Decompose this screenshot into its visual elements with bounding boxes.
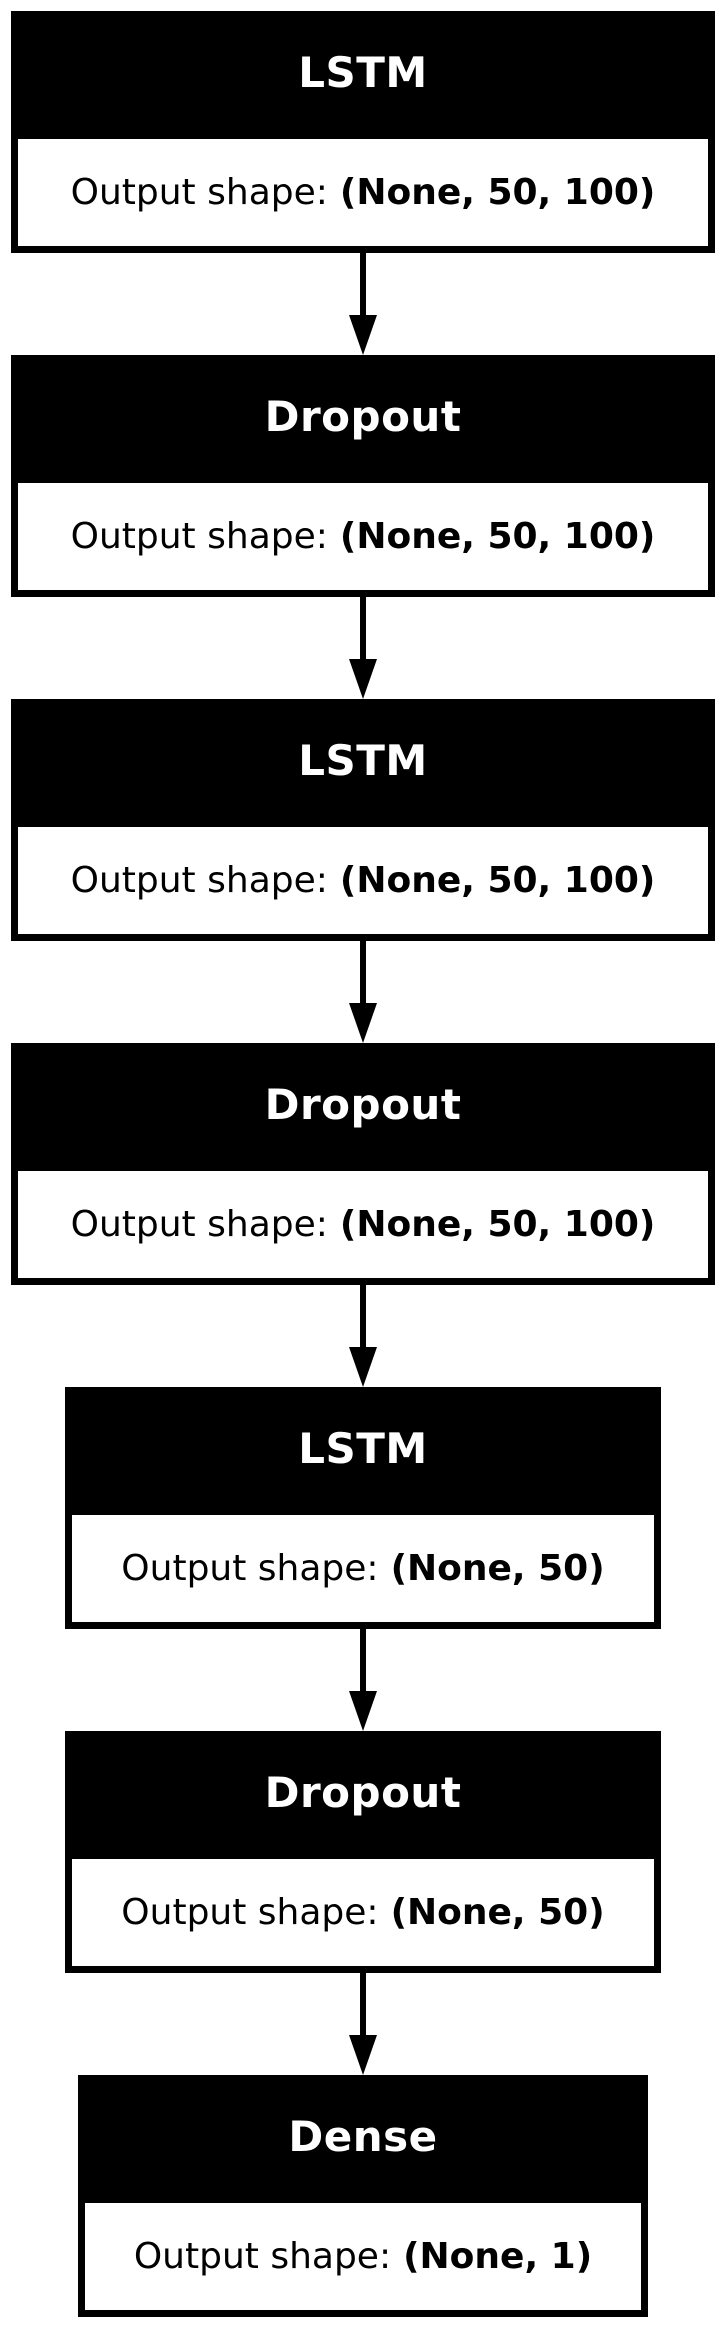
arrow-head	[349, 1691, 377, 1731]
arrow-4-to-5	[349, 1285, 377, 1387]
layer-name: LSTM	[298, 1424, 428, 1473]
output-shape-value: (None, 50, 100)	[339, 1204, 656, 1245]
layer-output-shape: Output shape: (None, 50, 100)	[18, 483, 708, 590]
output-shape-value: (None, 50)	[390, 1548, 605, 1589]
arrow-5-to-6	[349, 1629, 377, 1731]
layer-node-1: LSTM Output shape: (None, 50, 100)	[11, 11, 715, 253]
arrow-head	[349, 659, 377, 699]
layer-output-shape: Output shape: (None, 1)	[85, 2203, 641, 2310]
arrow-head	[349, 1347, 377, 1387]
layer-name: LSTM	[298, 48, 428, 97]
output-shape-label: Output shape:	[70, 172, 328, 213]
layer-output-shape: Output shape: (None, 50, 100)	[18, 1171, 708, 1278]
layer-output-shape: Output shape: (None, 50, 100)	[18, 139, 708, 246]
output-shape-value: (None, 50, 100)	[339, 172, 656, 213]
arrow-head	[349, 1003, 377, 1043]
output-shape-value: (None, 50)	[390, 1892, 605, 1933]
output-shape-value: (None, 50, 100)	[339, 516, 656, 557]
arrow-1-to-2	[349, 253, 377, 355]
output-shape-label: Output shape:	[121, 1892, 379, 1933]
layer-name: Dropout	[264, 1080, 462, 1129]
arrow-2-to-3	[349, 597, 377, 699]
layer-output-shape: Output shape: (None, 50)	[72, 1859, 654, 1966]
output-shape-label: Output shape:	[121, 1548, 379, 1589]
layer-output-shape: Output shape: (None, 50, 100)	[18, 827, 708, 934]
arrow-head	[349, 2035, 377, 2075]
arrow-3-to-4	[349, 941, 377, 1043]
layer-name: Dense	[288, 2112, 438, 2161]
output-shape-value: (None, 50, 100)	[339, 860, 656, 901]
output-shape-label: Output shape:	[133, 2236, 392, 2277]
layer-output-shape: Output shape: (None, 50)	[72, 1515, 654, 1622]
output-shape-value: (None, 1)	[403, 2236, 593, 2277]
layer-name: LSTM	[298, 736, 428, 785]
layer-name: Dropout	[264, 392, 462, 441]
layer-node-3: LSTM Output shape: (None, 50, 100)	[11, 699, 715, 941]
output-shape-label: Output shape:	[70, 516, 328, 557]
layer-node-5: LSTM Output shape: (None, 50)	[65, 1387, 661, 1629]
arrow-6-to-7	[349, 1973, 377, 2075]
layer-name: Dropout	[264, 1768, 462, 1817]
arrow-head	[349, 315, 377, 355]
output-shape-label: Output shape:	[70, 860, 328, 901]
output-shape-label: Output shape:	[70, 1204, 328, 1245]
